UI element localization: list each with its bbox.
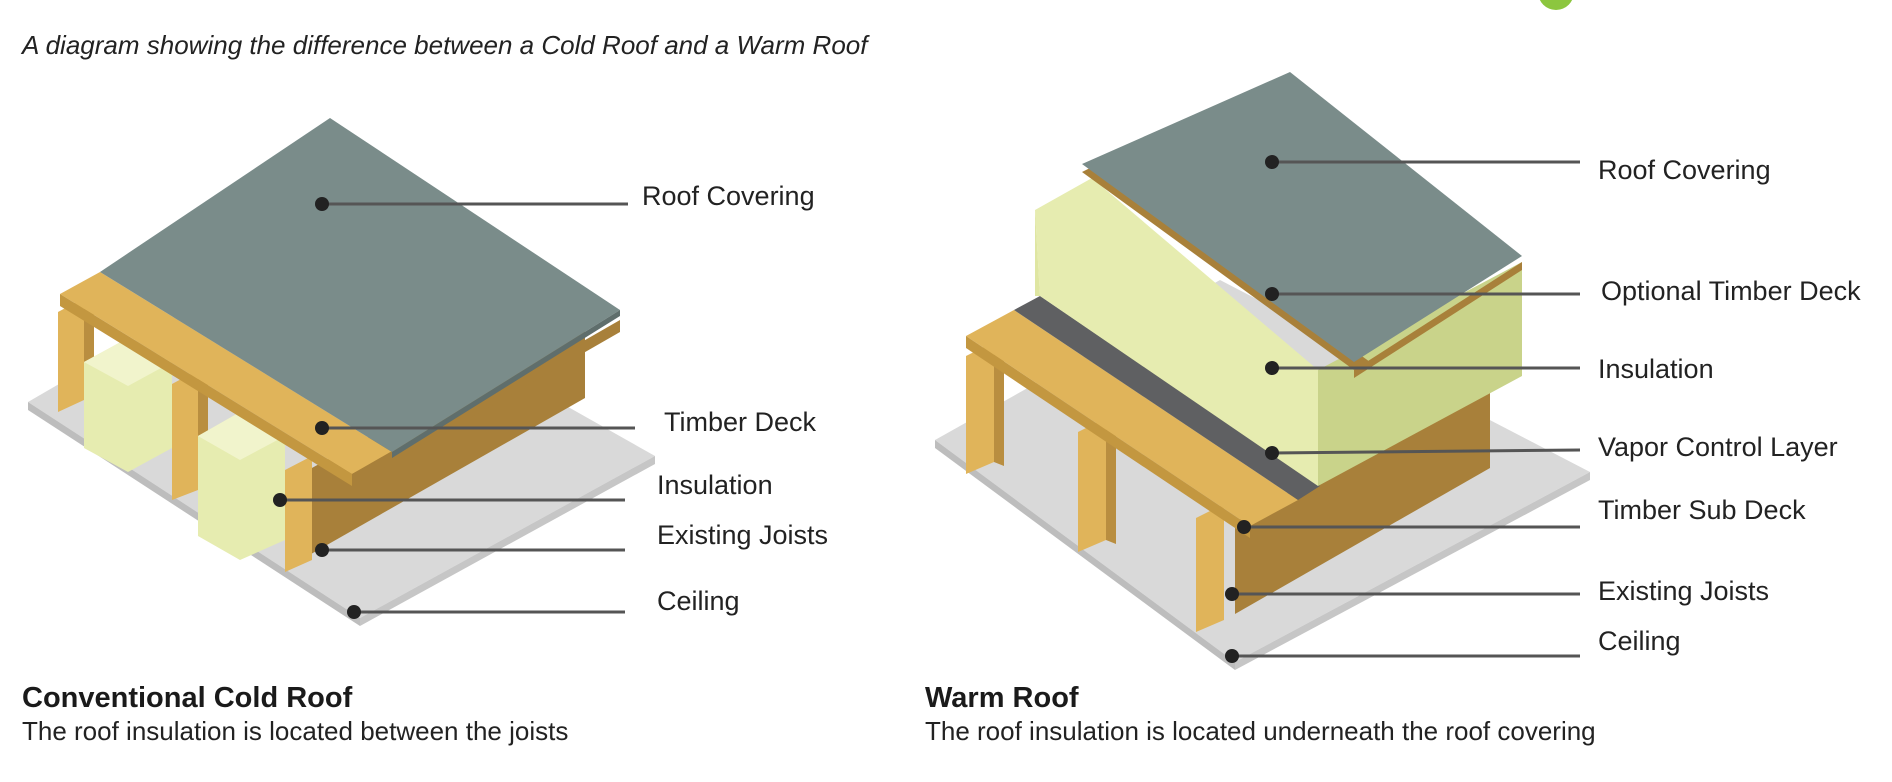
cold-label-timber-deck: Timber Deck	[664, 407, 817, 437]
warm-joist-side	[1235, 380, 1490, 614]
cold-timber-deck	[60, 272, 392, 474]
cold-roof-illustration	[28, 118, 655, 626]
warm-label-insulation: Insulation	[1598, 354, 1714, 384]
warm-leader-dots	[1225, 155, 1279, 663]
warm-label-optional-timber-deck: Optional Timber Deck	[1601, 276, 1861, 306]
cold-roof-description: The roof insulation is located between t…	[22, 716, 569, 746]
cold-joist	[172, 370, 198, 500]
warm-label-existing-joists: Existing Joists	[1598, 576, 1769, 606]
warm-insulation-side	[1318, 262, 1522, 486]
warm-roof-description: The roof insulation is located underneat…	[925, 716, 1596, 746]
diagram-caption: A diagram showing the difference between…	[22, 30, 868, 60]
warm-joist	[1078, 418, 1106, 552]
cold-label-ceiling: Ceiling	[657, 586, 740, 616]
logo-mark	[1538, 0, 1574, 10]
cold-leader-dots	[273, 197, 361, 619]
warm-vapor-layer	[1014, 296, 1320, 500]
warm-label-ceiling: Ceiling	[1598, 626, 1681, 656]
warm-roof-covering	[1082, 72, 1522, 362]
cold-leaders	[280, 202, 635, 614]
warm-joist	[1196, 504, 1224, 632]
cold-joist	[285, 456, 312, 572]
warm-leaders	[1232, 160, 1581, 658]
cold-label-insulation: Insulation	[657, 470, 773, 500]
warm-label-timber-sub-deck: Timber Sub Deck	[1598, 495, 1806, 525]
cold-roof-covering	[100, 118, 620, 452]
cold-insulation	[198, 412, 285, 560]
warm-label-roof-covering: Roof Covering	[1598, 155, 1771, 185]
cold-joist	[58, 298, 84, 412]
warm-joist	[966, 342, 994, 474]
warm-roof-title: Warm Roof	[925, 682, 1079, 714]
warm-timber-sub-deck	[966, 310, 1298, 526]
warm-insulation-front	[1035, 178, 1318, 486]
cold-label-existing-joists: Existing Joists	[657, 520, 828, 550]
cold-roof-title: Conventional Cold Roof	[22, 682, 353, 714]
warm-label-vapor-control-layer: Vapor Control Layer	[1598, 432, 1838, 462]
warm-roof-illustration	[935, 72, 1590, 670]
cold-label-roof-covering: Roof Covering	[642, 181, 815, 211]
